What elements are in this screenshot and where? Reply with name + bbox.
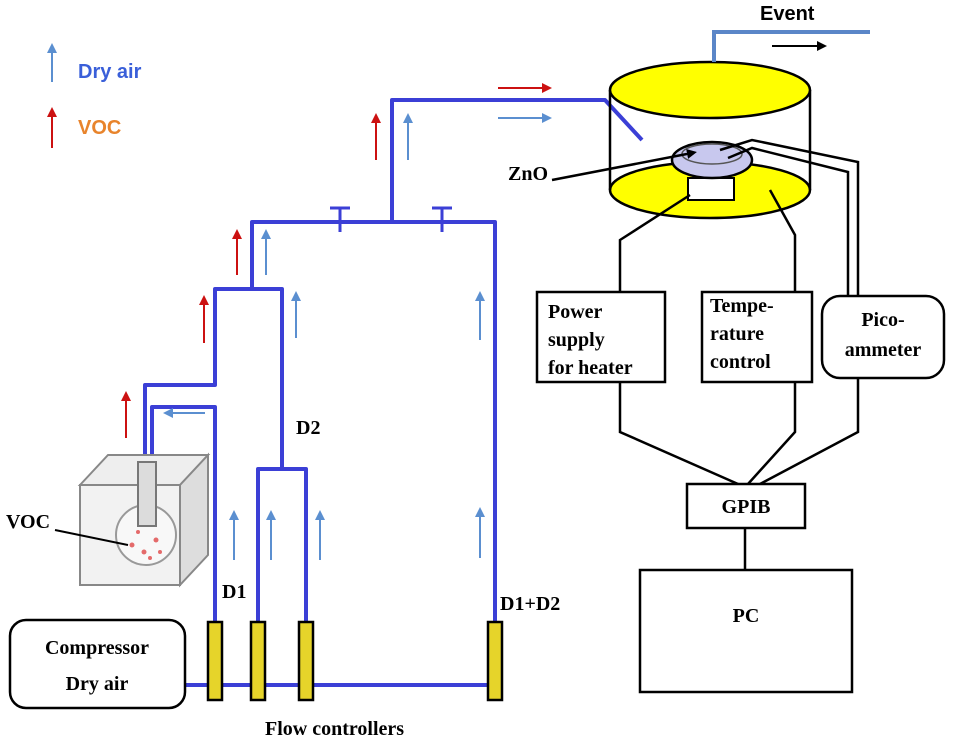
wiring [618, 189, 860, 570]
chamber-top [608, 60, 812, 120]
valve-left-icon [330, 206, 350, 232]
temperature-line1: Tempe- [710, 295, 774, 317]
temperature-line2: rature [710, 323, 764, 345]
picoammeter-line1: Pico- [861, 309, 904, 331]
legend-dry-air-label: Dry air [78, 61, 142, 83]
d1-pipe [150, 405, 217, 622]
temperature-line3: control [710, 351, 771, 373]
heater-stage [687, 177, 735, 201]
flow-arrows [121, 83, 552, 560]
valve-right-icon [432, 206, 452, 232]
voc-droplets [129, 530, 162, 560]
picoammeter-box: Pico- ammeter [820, 294, 946, 380]
voc-flask-neck [137, 461, 157, 527]
compressor-label-line1: Compressor [45, 637, 149, 659]
chamber-feed-pipe [390, 98, 644, 222]
event-label: Event [760, 3, 815, 25]
compressor-box: Compressor Dry air [8, 618, 187, 710]
legend-voc-label: VOC [78, 117, 121, 139]
temperature-control-box: Tempe- rature control [700, 290, 814, 384]
d1-d2-label: D1+D2 [500, 593, 560, 615]
sensor-chamber [551, 60, 860, 296]
flow-controller-d2b [297, 620, 315, 702]
flow-controllers-label: Flow controllers [265, 718, 404, 740]
gpib-box: GPIB [685, 482, 807, 530]
legend: Dry air VOC [47, 43, 142, 148]
power-supply-box: Power supply for heater [535, 290, 667, 384]
d1-label: D1 [222, 581, 246, 603]
valves [330, 206, 452, 232]
gpib-label: GPIB [722, 496, 771, 518]
voc-pointer-line [54, 529, 129, 546]
pipe-network [143, 98, 644, 687]
picoammeter-line2: ammeter [845, 339, 922, 361]
d2-pipe [256, 289, 308, 622]
voc-bubbler [54, 452, 211, 588]
zno-sensor-disc [670, 140, 754, 180]
event-exhaust-pipe [712, 30, 870, 62]
compressor-label-line2: Dry air [66, 673, 129, 695]
d2-label: D2 [296, 417, 320, 439]
power-supply-line3: for heater [548, 357, 633, 379]
power-supply-line2: supply [548, 329, 605, 351]
flow-controller-main [486, 620, 504, 702]
zno-label: ZnO [508, 163, 548, 185]
voc-outlet-pipe [143, 220, 497, 622]
flow-controller-d1 [206, 620, 224, 702]
power-supply-line1: Power [548, 301, 603, 323]
flow-controller-d2a [249, 620, 267, 702]
voc-flask-label: VOC [6, 511, 50, 533]
flow-controllers [206, 620, 504, 702]
pc-box: PC [638, 568, 854, 694]
pc-label: PC [733, 605, 760, 627]
zno-pointer-line [551, 149, 697, 182]
